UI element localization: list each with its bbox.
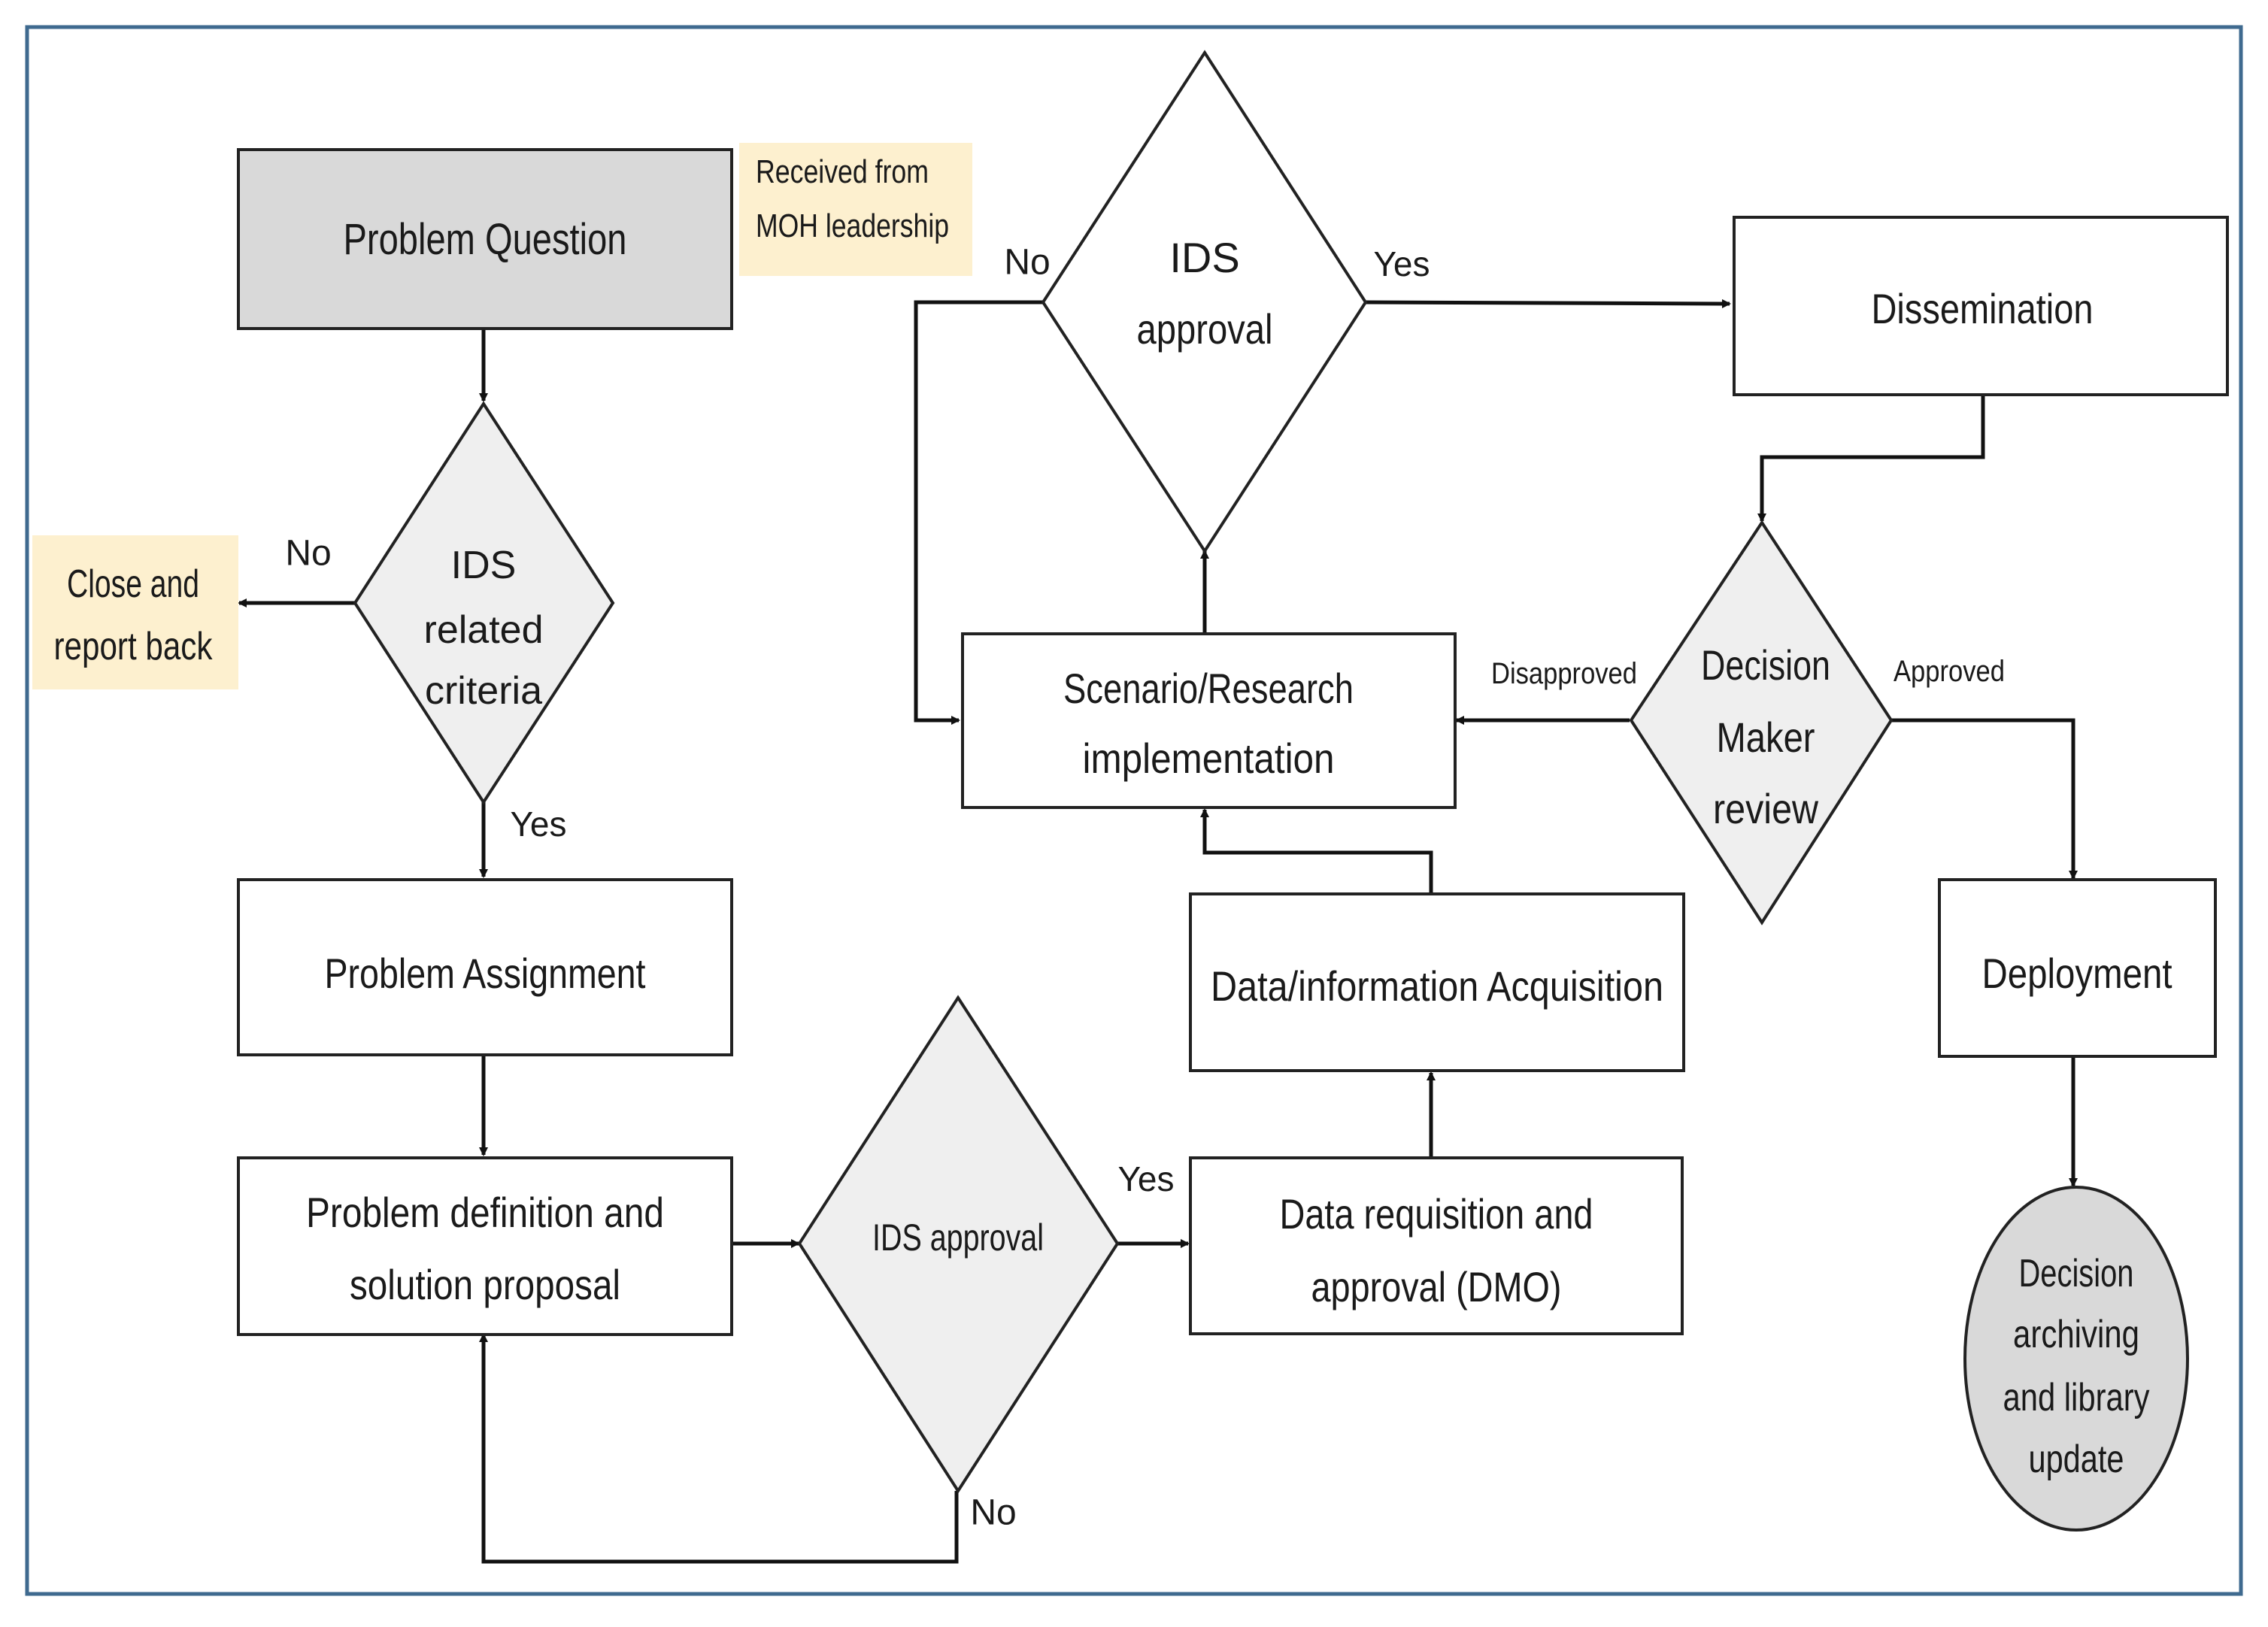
edge-acquisition-to-scenario (1200, 808, 1433, 892)
ids-approval-top-line-2: approval (1137, 305, 1273, 353)
problem-question-label: Problem Question (344, 215, 627, 264)
review-line-2: Maker (1717, 714, 1815, 761)
received-from-note: Received from MOH leadership (739, 143, 972, 276)
svg-text:report back: report back (54, 625, 214, 668)
edge-top-approval-yes-to-dissemination (1365, 298, 1731, 308)
problem-assignment-box: Problem Assignment (237, 878, 733, 1056)
problem-assignment-label: Problem Assignment (325, 950, 646, 997)
svg-text:Data/information Acquisition: Data/information Acquisition (1211, 962, 1663, 1010)
label-criteria-no: No (285, 534, 331, 574)
scenario-research-box: Scenario/Research implementation (961, 632, 1457, 809)
svg-text:Close and: Close and (67, 562, 199, 606)
svg-text:Dissemination: Dissemination (1872, 285, 2094, 332)
svg-text:Decision: Decision (2019, 1252, 2134, 1295)
received-note-line-1: Received from (756, 153, 929, 190)
problem-definition-box: Problem definition and solution proposal (237, 1156, 733, 1336)
problem-definition-line-2: solution proposal (350, 1261, 620, 1308)
label-bottom-no: No (970, 1493, 1016, 1533)
svg-text:approval: approval (1137, 305, 1273, 353)
dissemination-label: Dissemination (1872, 285, 2094, 332)
svg-text:archiving: archiving (2013, 1313, 2139, 1356)
data-acquisition-label: Data/information Acquisition (1211, 962, 1663, 1010)
criteria-line-3: criteria (425, 669, 542, 713)
criteria-line-1: IDS (451, 544, 517, 587)
label-top-no: No (1004, 243, 1050, 283)
decision-archiving-terminal: Decision archiving and library update (1963, 1186, 2189, 1532)
data-requisition-box: Data requisition and approval (DMO) (1189, 1156, 1684, 1335)
edge-review-approved-to-deployment (1891, 718, 2078, 880)
data-requisition-line-2: approval (DMO) (1311, 1263, 1562, 1310)
scenario-line-1: Scenario/Research (1063, 665, 1354, 712)
label-bottom-yes: Yes (1117, 1159, 1174, 1198)
edge-top-approval-no-to-scenario (914, 300, 1043, 725)
archiving-line-1: Decision (2019, 1252, 2134, 1295)
close-line-2: report back (54, 625, 214, 668)
svg-text:Scenario/Research: Scenario/Research (1063, 665, 1354, 712)
review-line-1: Decision (1701, 641, 1830, 689)
dissemination-box: Dissemination (1733, 216, 2229, 396)
svg-text:Data requisition and: Data requisition and (1280, 1190, 1593, 1238)
label-review-disapproved: Disapproved (1491, 657, 1637, 690)
edge-dissemination-to-review (1757, 396, 1985, 523)
decision-maker-review-diamond: Decision Maker review (1629, 520, 1894, 926)
svg-text:update: update (2029, 1438, 2124, 1481)
label-criteria-yes: Yes (510, 804, 566, 844)
svg-text:Problem definition and: Problem definition and (306, 1189, 664, 1236)
close-line-1: Close and (67, 562, 199, 606)
svg-text:criteria: criteria (425, 669, 542, 713)
problem-definition-line-1: Problem definition and (306, 1189, 664, 1236)
svg-text:IDS approval: IDS approval (872, 1216, 1044, 1259)
svg-text:solution proposal: solution proposal (350, 1261, 620, 1308)
svg-text:Problem Assignment: Problem Assignment (325, 950, 646, 997)
archiving-line-2: archiving (2013, 1313, 2139, 1356)
edge-labels: No Yes Yes No No Yes Disapproved Approve… (285, 243, 2005, 1533)
archiving-line-3: and library (2003, 1376, 2150, 1419)
deployment-box: Deployment (1938, 878, 2217, 1058)
svg-text:IDS: IDS (451, 544, 517, 587)
archiving-line-4: update (2029, 1438, 2124, 1481)
svg-text:and library: and library (2003, 1376, 2150, 1419)
svg-text:related: related (424, 608, 544, 652)
close-and-report-back-note: Close and report back (32, 535, 238, 689)
svg-text:approval (DMO): approval (DMO) (1311, 1263, 1562, 1310)
ids-approval-bottom-label: IDS approval (872, 1216, 1044, 1259)
svg-text:Deployment: Deployment (1982, 950, 2172, 997)
received-note-line-2: MOH leadership (756, 208, 949, 244)
svg-text:Decision: Decision (1701, 641, 1830, 689)
scenario-line-2: implementation (1083, 735, 1335, 782)
data-requisition-line-1: Data requisition and (1280, 1190, 1593, 1238)
ids-approval-top-diamond: IDS approval (1041, 50, 1368, 554)
label-review-approved: Approved (1894, 655, 2005, 688)
svg-text:implementation: implementation (1083, 735, 1335, 782)
criteria-line-2: related (424, 608, 544, 652)
svg-text:Received from: Received from (756, 153, 929, 190)
svg-text:Maker: Maker (1717, 714, 1815, 761)
svg-text:IDS: IDS (1169, 234, 1239, 281)
deployment-label: Deployment (1982, 950, 2172, 997)
ids-approval-bottom-diamond: IDS approval (797, 995, 1120, 1494)
review-line-3: review (1713, 785, 1818, 832)
ids-approval-top-line-1: IDS (1169, 234, 1239, 281)
connectors (238, 298, 2078, 1564)
svg-text:MOH leadership: MOH leadership (756, 208, 949, 244)
edge-bottom-approval-no-to-definition (479, 1333, 959, 1564)
problem-question-box: Problem Question (237, 148, 733, 330)
data-acquisition-box: Data/information Acquisition (1189, 892, 1685, 1072)
svg-text:review: review (1713, 785, 1818, 832)
label-top-yes: Yes (1373, 244, 1430, 283)
ids-related-criteria-diamond: IDS related criteria (353, 401, 615, 805)
svg-text:Problem Question: Problem Question (344, 215, 627, 264)
